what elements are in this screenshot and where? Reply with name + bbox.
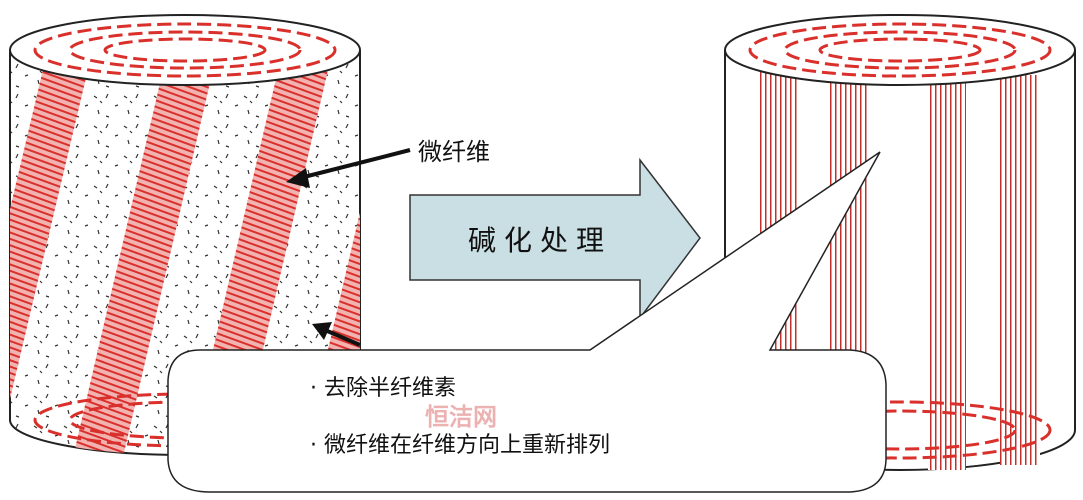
microfiber-pointer: 微纤维 — [286, 138, 490, 347]
watermark: 恒洁网 — [425, 403, 497, 431]
microfiber-label: 微纤维 — [418, 138, 490, 166]
process-label: 碱化处理 — [468, 224, 612, 257]
cylinder-top — [9, 14, 361, 86]
process-arrow: 碱化处理 — [409, 157, 701, 321]
callout-bullet-1: · 去除半纤维素 — [310, 376, 456, 401]
callout-bubble: · 去除半纤维素 · 微纤维在纤维方向上重新排列 恒洁网 — [167, 151, 887, 493]
callout-bullet-2: · 微纤维在纤维方向上重新排列 — [310, 433, 610, 458]
